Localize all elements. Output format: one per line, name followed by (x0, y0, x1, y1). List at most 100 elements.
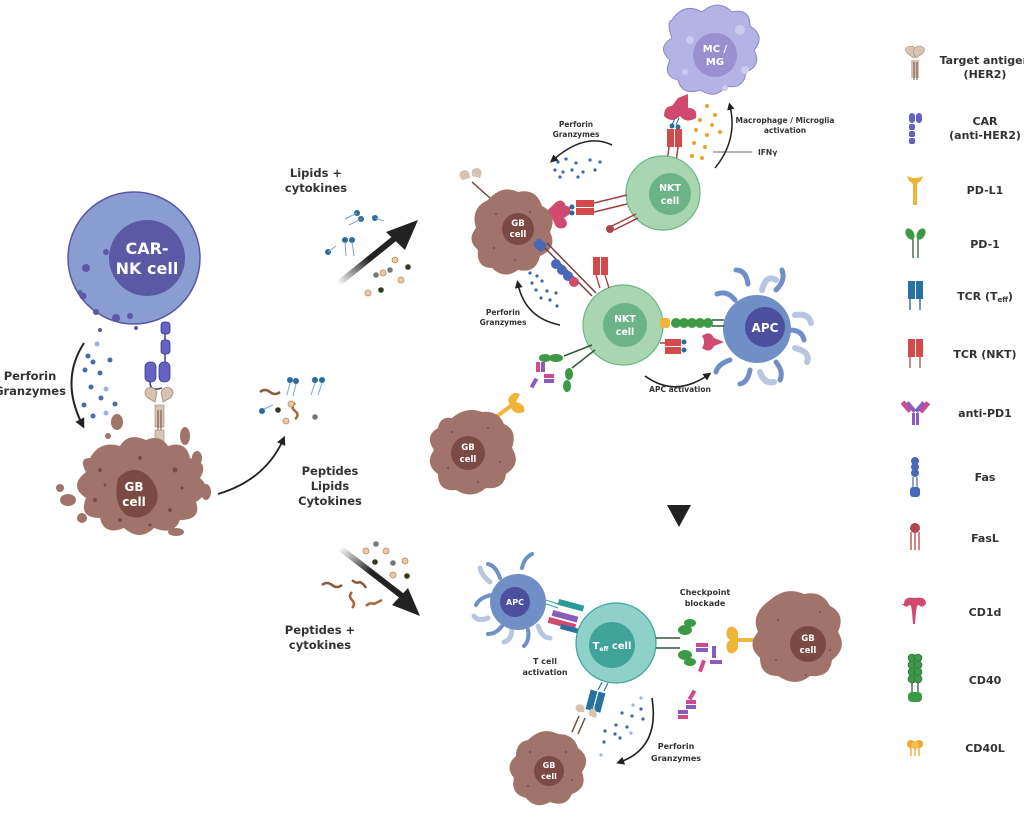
perforin-granzymes-particles-top (553, 157, 602, 179)
gb-cell-main-nucleus (116, 469, 158, 518)
car-nk-label-2: NK cell (116, 259, 179, 278)
release-arrow (217, 435, 286, 495)
gb-main-label-2: cell (122, 495, 145, 509)
perforin-top-1: Perforin (559, 120, 593, 129)
released-molecules (259, 377, 325, 425)
apc-bottom-nucleus (500, 587, 530, 617)
fasl-icon (910, 523, 920, 550)
t-cell-activation-1: T cell (533, 657, 557, 666)
macrophage-activation-1: Macrophage / Microglia (736, 116, 835, 125)
t-cell-activation-2: activation (522, 668, 567, 677)
anti-pd1-mid (529, 362, 554, 389)
nkt-top-label-1: NKT (659, 183, 681, 194)
pd1-nkt-mid (539, 344, 596, 392)
legend-item: FasL (910, 523, 999, 550)
gb-right-nucleus (790, 626, 826, 662)
car-nk-nucleus (109, 220, 185, 296)
legend-label: FasL (971, 532, 999, 545)
nkt-top-nucleus (649, 173, 691, 215)
target-antigen-icon (905, 45, 925, 80)
gb-bottom-label-2: cell (541, 772, 557, 781)
legend-item: Fas (910, 457, 996, 497)
legend-item: Target antigen(HER2) (905, 45, 1024, 81)
gb-cell-top: GB cell (471, 189, 553, 275)
cd1d-tcr-nkt-top (664, 94, 697, 163)
lipids-cytokines-1: Lipids + (290, 166, 342, 180)
legend-label: TCR (Teff) (957, 290, 1013, 304)
peptides-cytokines-2: cytokines (289, 638, 351, 652)
lipids-cytokines-particles (325, 210, 411, 297)
legend-item: PD-1 (905, 228, 1000, 258)
fas-fasl-mid (533, 238, 597, 297)
legend-label: Fas (975, 471, 996, 484)
ifng-particles (690, 104, 722, 160)
perforin-granzymes-particles-mid (528, 271, 559, 308)
anti-pd1-icon (900, 400, 931, 425)
peptides-cytokines-particles (321, 541, 410, 609)
gb-mid-nucleus (451, 436, 485, 470)
apc-mid-nucleus (745, 307, 785, 347)
legend-item: CAR(anti-HER2) (909, 113, 1021, 144)
pd1-teff (656, 619, 696, 666)
nkt-top-label-2: cell (661, 196, 680, 207)
legend-label: CAR(anti-HER2) (949, 115, 1021, 142)
legend-item: CD40L (907, 740, 1005, 756)
peptides-lipids-cytokines-3: Cytokines (298, 494, 362, 508)
perforin-arrow-bottom (616, 697, 655, 765)
legend-item: PD-L1 (907, 176, 1003, 205)
cd40l-cd40-mid (660, 318, 724, 328)
macrophage-activation-2: activation (764, 126, 806, 135)
ifng-label: IFNγ (758, 148, 777, 157)
peptides-lipids-cytokines-2: Lipids (311, 479, 350, 493)
cd40l-icon (907, 740, 923, 756)
legend-item: TCR (NKT) (908, 339, 1017, 368)
legend-label: PD-L1 (967, 184, 1004, 197)
tcr-cd1d-apc (660, 333, 724, 354)
legend: Target antigen(HER2) CAR(anti-HER2) PD-L1P… (900, 45, 1024, 756)
gb-cell-bottom: GB cell (509, 731, 587, 806)
gb-right-label-2: cell (800, 646, 817, 656)
perforin-mid-1: Perforin (486, 308, 520, 317)
perforin-granzymes-particles-left (81, 341, 118, 419)
tcr-teff-icon (908, 281, 923, 310)
fasl-top (606, 213, 639, 233)
apc-activation-label: APC activation (649, 385, 711, 394)
nkt-mid-label-2: cell (616, 327, 635, 338)
downward-arrow (338, 545, 420, 616)
checkpoint-blockade-1: Checkpoint (680, 588, 731, 597)
perforin-arrow-left (70, 342, 85, 429)
legend-label: CD1d (969, 606, 1002, 619)
legend-item: CD1d (902, 597, 1002, 624)
legend-item: CD40 (907, 653, 1002, 702)
apc-activation-arrow (644, 372, 712, 388)
mhc-tcr-bottom (545, 598, 585, 636)
legend-label: CD40L (965, 742, 1005, 755)
tcr-teff-bottom (571, 681, 609, 735)
gb-mid-label-2: cell (460, 455, 477, 465)
gb-cell-right: GB cell (752, 591, 842, 682)
gb-main-label-1: GB (125, 480, 144, 494)
perforin-top-2: Granzymes (553, 130, 600, 139)
car-icon (909, 113, 922, 144)
apc-bottom-label: APC (506, 598, 524, 607)
legend-label: Target antigen(HER2) (940, 54, 1024, 81)
gb-top-label-2: cell (510, 230, 527, 240)
perforin-arrow-top (549, 140, 613, 163)
target-antigen-top (459, 168, 491, 199)
legend-label: TCR (NKT) (953, 348, 1016, 361)
perforin-granzymes-particles-bottom (599, 696, 645, 757)
legend-label: anti-PD1 (958, 407, 1012, 420)
cd1d-icon (902, 597, 926, 624)
tcr-nkt-mid-free (593, 257, 610, 289)
car-nk-cell: CAR- NK cell (67, 191, 201, 332)
nkt-mid-label-1: NKT (614, 314, 636, 325)
lipids-cytokines-2: cytokines (285, 181, 347, 195)
cd1d-tcr-nkt-left (548, 194, 628, 229)
mc-mg-label-2: MG (706, 57, 724, 68)
gb-right-label-1: GB (801, 634, 814, 644)
car-nk-label-1: CAR- (125, 239, 168, 258)
cd40-icon (907, 653, 923, 702)
macrophage-activation-arrow (714, 102, 735, 169)
apc-cell-mid: APC (713, 267, 814, 387)
